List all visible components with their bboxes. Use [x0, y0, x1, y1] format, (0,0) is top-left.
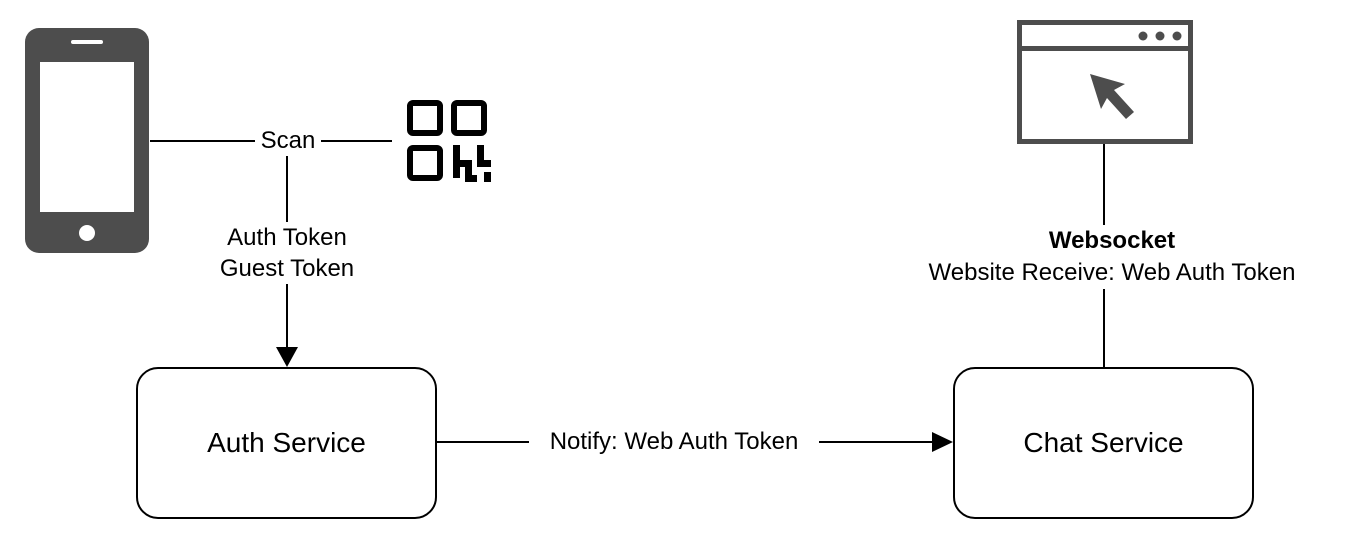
websocket-title: Websocket: [1048, 227, 1176, 254]
tokens-label: Auth Token Guest Token: [200, 222, 374, 284]
websocket-detail: Website Receive: Web Auth Token: [928, 259, 1296, 286]
websocket-label: Websocket Website Receive: Web Auth Toke…: [895, 225, 1329, 289]
chat-service-node: Chat Service: [953, 367, 1254, 519]
token-arrowhead: [276, 347, 298, 367]
auth-service-node: Auth Service: [136, 367, 437, 519]
qr-code-icon: [407, 100, 491, 182]
scan-label: Scan: [255, 125, 321, 156]
guest-token-text: Guest Token: [219, 255, 355, 282]
smartphone-icon: [25, 28, 149, 253]
auth-token-text: Auth Token: [227, 224, 347, 251]
chat-service-label: Chat Service: [1023, 427, 1184, 458]
notify-arrowhead: [932, 432, 953, 452]
auth-service-label: Auth Service: [207, 427, 366, 458]
browser-window-icon: [1017, 20, 1193, 144]
notify-label: Notify: Web Auth Token: [529, 426, 819, 457]
